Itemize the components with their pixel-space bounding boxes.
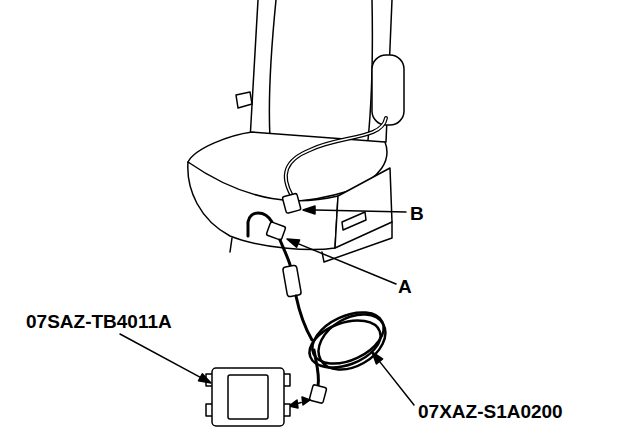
tool-cable [314,350,319,386]
connector-b [282,193,301,213]
seat-rail [230,222,392,262]
seat-side-panel [335,168,392,248]
seat-back-seam [269,0,276,138]
seat-side-slot [342,212,366,230]
seat-back [250,0,392,149]
callout-letter: A [398,277,412,296]
leader-line [380,361,415,405]
side-airbag-module [372,55,404,125]
cable-coil [309,303,395,381]
connector-a [266,222,286,241]
leader-line [315,210,406,212]
callout-letter: B [410,204,424,223]
tester-box [212,368,284,426]
seat-cushion-front [188,162,338,250]
part-number: 07XAZ-S1A0200 [418,402,563,421]
leader-arrowhead [372,352,383,364]
tester-screen [228,375,268,419]
tool-cable [296,296,312,340]
leader-line [298,244,396,284]
leader-arrowhead [287,239,300,247]
seat-lever [236,92,252,108]
cable-end-connector [309,384,327,403]
mating-arrowhead [302,397,310,405]
part-number: 07SAZ-TB4011A [26,312,172,331]
airbag-harness-core [286,118,386,196]
leader-arrowhead [303,206,315,214]
leader-line [120,334,200,377]
seat-drawing [120,0,414,426]
airbag-harness [286,118,386,196]
leader-arrowhead [199,374,212,383]
tool-cable [280,240,291,268]
cable-ferrite [283,265,302,297]
